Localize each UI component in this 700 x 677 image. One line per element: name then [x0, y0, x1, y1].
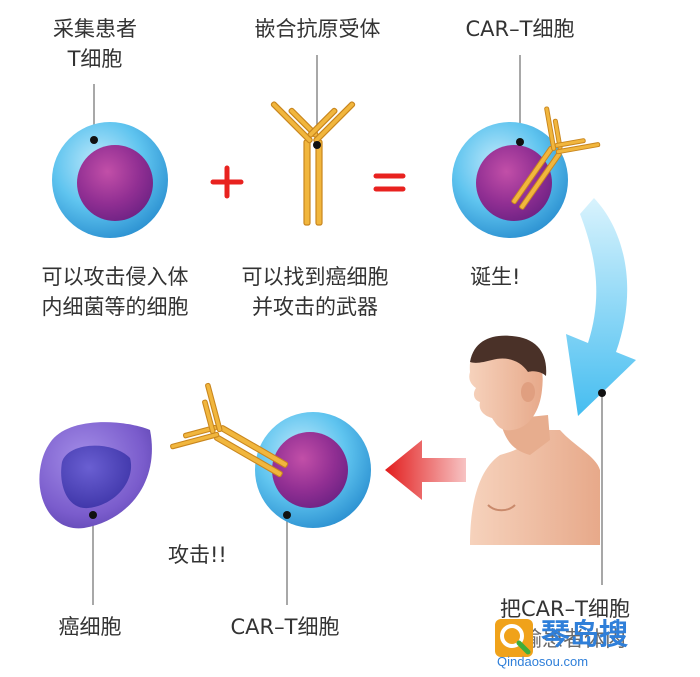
t-cell-top	[52, 122, 168, 238]
patient-figure	[469, 335, 600, 545]
label-attack: 攻击!!	[168, 543, 227, 567]
watermark: 琴岛搜 Qindaosou.com	[493, 617, 665, 671]
label-chimeric-receptor: 嵌合抗原受体	[254, 17, 381, 41]
car-t-cell-bottom	[255, 412, 371, 528]
label-receptor-desc-line1: 可以找到癌细胞	[241, 265, 389, 289]
label-tcell-desc-line1: 可以攻击侵入体	[41, 265, 189, 289]
label-return-line1: 把CAR–T细胞	[500, 597, 630, 621]
label-tcell-desc-line2: 内细菌等的细胞	[41, 295, 189, 319]
leader-lines	[92, 55, 603, 605]
car-receptor-top	[269, 94, 357, 226]
label-collect-t-cells: 采集患者 T细胞	[40, 14, 150, 74]
watermark-url: Qindaosou.com	[497, 654, 589, 669]
label-born: 诞生!	[470, 265, 521, 289]
label-t-cell-description: 可以攻击侵入体 内细菌等的细胞	[30, 262, 200, 322]
cancer-cell	[39, 422, 152, 529]
label-cancer-cell: 癌细胞	[58, 615, 122, 639]
car-t-cell-top	[452, 100, 605, 238]
watermark-logo-icon	[495, 619, 533, 657]
watermark-name: 琴岛搜	[541, 617, 629, 651]
label-collect-line1: 采集患者	[53, 17, 137, 41]
label-car-t-bottom: CAR–T细胞	[230, 615, 340, 639]
equals-sign	[373, 173, 406, 192]
label-receptor-description: 可以找到癌细胞 并攻击的武器	[230, 262, 400, 322]
plus-sign	[210, 165, 244, 199]
attack-arrow	[385, 440, 466, 500]
label-receptor-desc-line2: 并攻击的武器	[252, 295, 378, 319]
leader-dots	[89, 136, 606, 519]
flow-arrow	[566, 198, 636, 416]
label-collect-line2: T细胞	[67, 47, 123, 71]
label-car-t-top: CAR–T细胞	[465, 17, 575, 41]
